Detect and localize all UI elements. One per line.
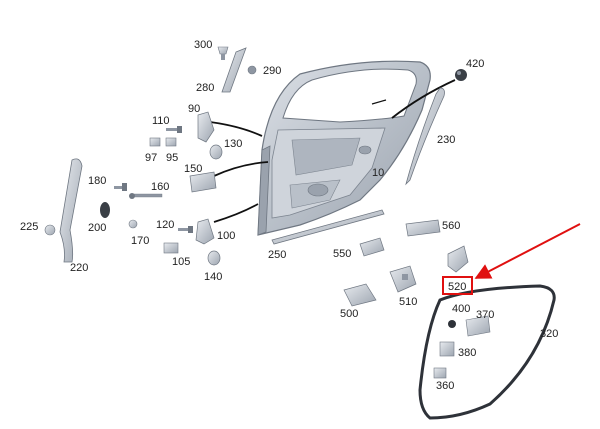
leader-100 xyxy=(213,203,259,223)
label-560: 560 xyxy=(442,220,460,232)
label-420: 420 xyxy=(466,58,484,70)
part-370-pad xyxy=(465,315,491,337)
part-230-seal xyxy=(405,87,445,186)
part-170-washer xyxy=(128,219,138,229)
leader-lines xyxy=(209,79,456,223)
label-510: 510 xyxy=(399,296,417,308)
part-225-clip xyxy=(44,224,56,236)
label-200: 200 xyxy=(88,222,106,234)
label-500: 500 xyxy=(340,308,358,320)
leader-window xyxy=(371,99,387,105)
label-550: 550 xyxy=(333,248,351,260)
part-130-cap xyxy=(209,144,223,160)
part-140-cap xyxy=(207,250,221,266)
part-510-lock-module xyxy=(389,265,417,293)
part-160-rod xyxy=(129,193,163,199)
label-220: 220 xyxy=(70,262,88,274)
label-160: 160 xyxy=(151,181,169,193)
label-300: 300 xyxy=(194,39,212,51)
leader-150 xyxy=(213,161,269,177)
part-290-clip xyxy=(247,65,257,75)
label-170: 170 xyxy=(131,235,149,247)
label-250: 250 xyxy=(268,249,286,261)
part-220-seal xyxy=(59,158,83,263)
part-150-check-strap xyxy=(189,171,217,193)
label-110: 110 xyxy=(152,115,170,127)
leader-420 xyxy=(391,79,456,119)
part-550-cover xyxy=(359,237,385,257)
label-97: 97 xyxy=(145,152,157,164)
label-180: 180 xyxy=(88,175,106,187)
leader-90 xyxy=(209,121,263,137)
part-300-clip xyxy=(217,46,229,60)
label-90: 90 xyxy=(188,103,200,115)
part-labels: 300 280 290 420 90 110 97 95 130 230 150… xyxy=(20,39,558,392)
door-inner-panel xyxy=(257,60,431,236)
part-200-stopper xyxy=(100,202,110,218)
part-97-95-bushings xyxy=(149,137,177,147)
part-400-clip xyxy=(448,320,456,328)
label-400: 400 xyxy=(452,303,470,315)
part-320-door-seal xyxy=(418,284,556,420)
part-520-lock xyxy=(447,245,469,273)
part-380-pad xyxy=(439,341,455,357)
label-360: 360 xyxy=(436,380,454,392)
red-pointer-arrow xyxy=(474,223,581,279)
label-380: 380 xyxy=(458,347,476,359)
label-105: 105 xyxy=(172,256,190,268)
part-360-pad xyxy=(433,367,447,379)
label-320: 320 xyxy=(540,328,558,340)
part-110-bolt xyxy=(166,126,182,133)
label-10: 10 xyxy=(372,167,384,179)
label-370: 370 xyxy=(476,309,494,321)
label-225: 225 xyxy=(20,221,38,233)
label-95: 95 xyxy=(166,152,178,164)
part-500-bracket xyxy=(343,283,377,307)
highlight-box-520 xyxy=(442,276,473,295)
part-250-sill-seal xyxy=(271,209,385,245)
part-560-cover xyxy=(405,219,441,237)
part-100-hinge xyxy=(195,218,215,245)
label-140: 140 xyxy=(204,271,222,283)
part-180-bolt xyxy=(114,183,127,191)
label-100: 100 xyxy=(217,230,235,242)
label-280: 280 xyxy=(196,82,214,94)
label-150: 150 xyxy=(184,163,202,175)
label-520: 520 xyxy=(448,281,466,293)
part-120-bolt xyxy=(178,226,193,233)
label-290: 290 xyxy=(263,65,281,77)
part-420-cap xyxy=(455,69,467,81)
part-105-bushing xyxy=(163,242,179,254)
label-130: 130 xyxy=(224,138,242,150)
label-230: 230 xyxy=(437,134,455,146)
label-120: 120 xyxy=(156,219,174,231)
part-280-trim xyxy=(221,47,247,93)
part-90-hinge xyxy=(197,111,215,143)
